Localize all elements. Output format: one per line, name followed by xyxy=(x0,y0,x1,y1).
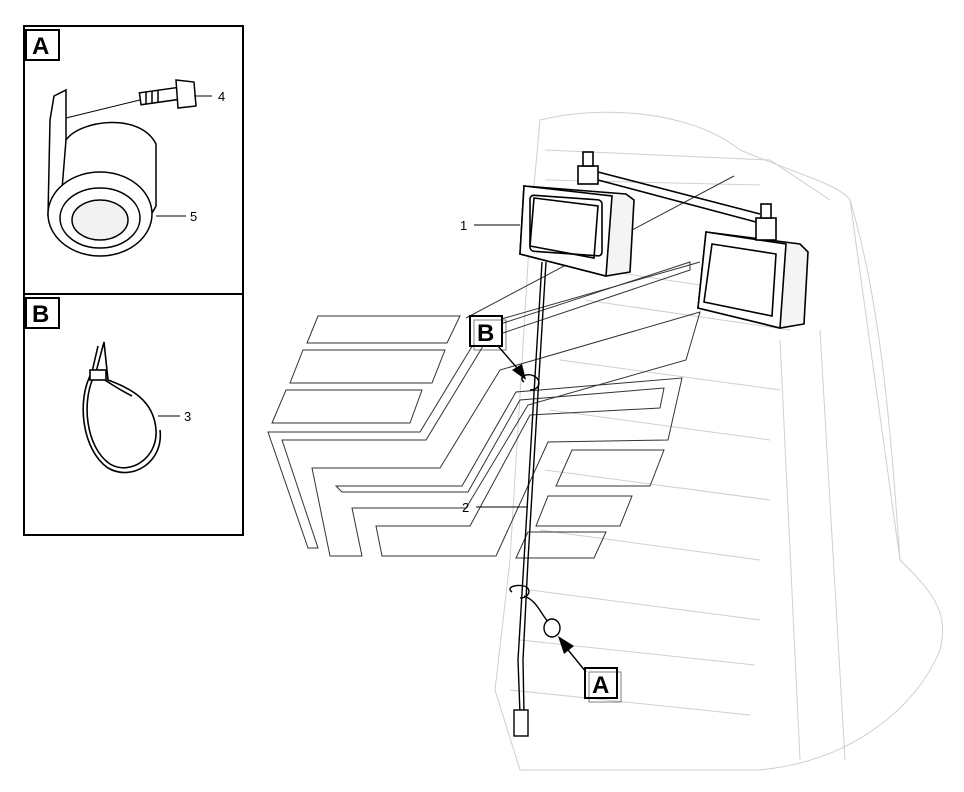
decal-stripe xyxy=(555,449,665,487)
decal-stripe xyxy=(515,531,607,559)
harness-clip-lower xyxy=(509,584,530,599)
reference-tag-a: A xyxy=(558,636,622,703)
harness-plug xyxy=(513,709,529,737)
harness-socket xyxy=(543,618,561,638)
harness-clip-b xyxy=(521,373,540,391)
reference-tag-b: B xyxy=(469,315,526,380)
round-work-lamp xyxy=(47,121,157,257)
panel-letter: B xyxy=(32,301,49,328)
tag-letter: B xyxy=(477,320,494,347)
work-lamp-right xyxy=(697,203,809,330)
tag-letter: A xyxy=(592,672,609,699)
callout-label: 3 xyxy=(184,409,191,424)
vehicle-body-outline xyxy=(494,111,944,771)
cable-tie xyxy=(82,341,161,474)
decal-stripe xyxy=(306,315,461,344)
callout-2: 2 xyxy=(462,500,528,515)
decal-stripes xyxy=(267,261,701,559)
panel-letter: A xyxy=(32,33,49,60)
detail-panel-b: B 3 xyxy=(23,293,244,536)
flange-bolt xyxy=(138,79,197,109)
callout-1: 1 xyxy=(460,218,520,233)
callout-label: 5 xyxy=(190,209,197,224)
decal-stripe xyxy=(271,389,423,424)
decal-stripe xyxy=(535,495,633,527)
wiring-harness xyxy=(509,261,561,737)
decal-chevron xyxy=(311,311,701,557)
work-lamp-left xyxy=(519,151,761,278)
callout-label: 4 xyxy=(218,89,225,104)
decal-stripe xyxy=(289,349,446,384)
decal-chevron xyxy=(334,377,683,557)
callout-label: 1 xyxy=(460,218,467,233)
detail-panel-a: A 4 5 xyxy=(23,25,244,295)
callout-label: 2 xyxy=(462,500,469,515)
